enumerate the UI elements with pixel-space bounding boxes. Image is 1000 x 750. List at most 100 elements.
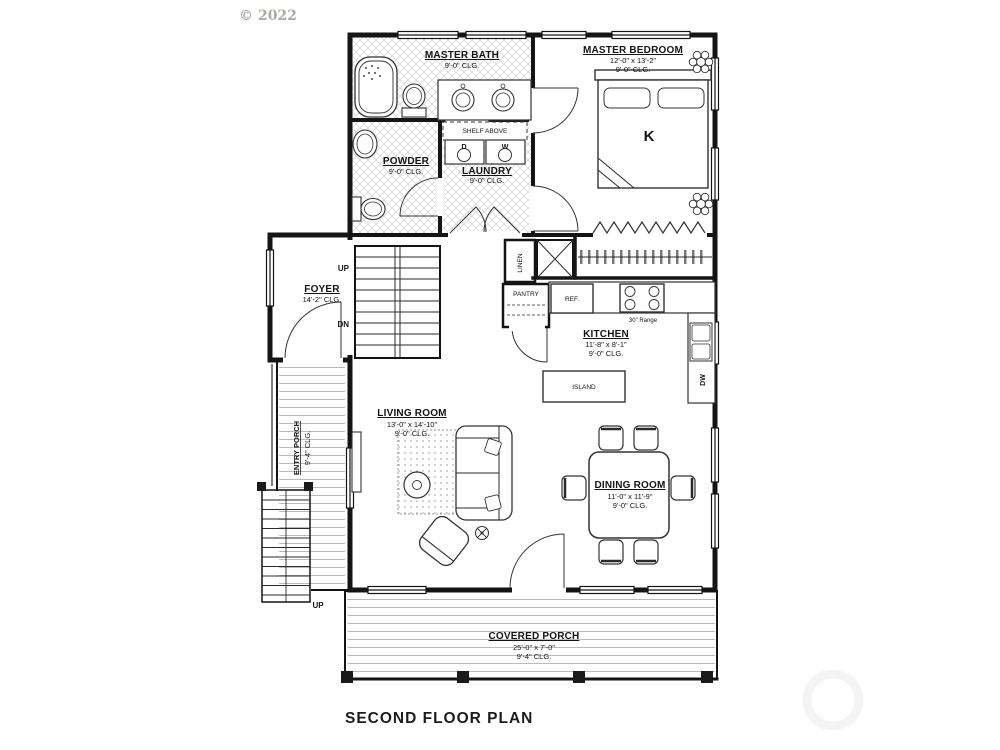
bed-headboard [594, 69, 712, 81]
laundry-name: LAUNDRY [462, 166, 512, 177]
kitchen-sink [689, 322, 713, 362]
foyer-stairs-outline [354, 245, 441, 359]
window [367, 585, 427, 595]
window [579, 585, 635, 595]
bedroom-door-opening [529, 186, 537, 231]
toilet-icon [401, 83, 427, 118]
porch-post [573, 671, 585, 683]
island-label: ISLAND [572, 384, 596, 391]
master-bedroom-name: MASTER BEDROOM [583, 45, 683, 56]
stair-post [257, 482, 266, 491]
powder-door [399, 177, 439, 217]
covered-porch-deck [347, 593, 715, 677]
window [397, 30, 459, 40]
window [611, 30, 691, 40]
linen-label: LINEN [517, 253, 524, 272]
shaft [536, 239, 574, 279]
labels: © 2022 MASTER BATH 9'-0" CLG. MASTER BED… [239, 8, 707, 727]
porch-door-opening [512, 585, 566, 595]
stair-post [304, 482, 313, 491]
master-bath-fixtures [354, 56, 532, 121]
dining-chair [670, 475, 696, 501]
dryer-label: D [461, 144, 466, 151]
range-label: 30" Range [629, 318, 658, 324]
foyer-stairs-treads [355, 256, 440, 346]
living-furniture [351, 425, 513, 567]
powder-door-opening [436, 178, 444, 216]
porch-post [701, 671, 713, 683]
hall-double-door-left [449, 206, 487, 234]
dining-table [588, 451, 670, 539]
floor-lamp [475, 526, 489, 540]
dining-chair [598, 425, 624, 451]
shelf-above-box [442, 121, 528, 141]
window [647, 585, 703, 595]
watermark-circle [802, 669, 864, 731]
toilet-icon [351, 196, 386, 222]
window [465, 30, 527, 40]
master-bath-clg: 9'-0" CLG. [445, 61, 480, 70]
porch-post [457, 671, 469, 683]
entry-porch-clg: 9'-4" CLG. [303, 431, 312, 466]
window [541, 30, 587, 40]
bedroom-door [532, 185, 579, 232]
foyer-name: FOYER [304, 284, 340, 295]
kitchen-dims: 11'-8" x 8'-1" [585, 340, 627, 349]
powder-fixtures [351, 129, 386, 222]
copyright-text: © 2022 [239, 8, 297, 24]
foyer-stairs [354, 245, 441, 359]
media-console [351, 431, 362, 493]
stairs-up-label: UP [338, 264, 350, 273]
bed-pillow [603, 87, 651, 109]
kitchen-clg: 9'-0" CLG. [589, 349, 624, 358]
master-bedroom-dims: 12'-0" x 13'-2" [610, 56, 656, 65]
front-door-opening [283, 355, 343, 365]
double-vanity [437, 79, 532, 121]
powder-name: POWDER [383, 156, 430, 167]
laundry-clg: 9'-0" CLG. [470, 176, 505, 185]
side-table [403, 471, 431, 499]
kitchen-name: KITCHEN [583, 329, 629, 340]
closets [501, 238, 574, 331]
covered-porch-name: COVERED PORCH [489, 631, 580, 642]
bath-entry-door [532, 87, 579, 134]
living-room-dims: 13'-0" x 14'-10" [387, 420, 438, 429]
entry-porch-name: ENTRY PORCH [292, 421, 301, 475]
master-bed [594, 69, 712, 189]
bath-door-opening [529, 88, 537, 133]
living-room-clg: 9'-0" CLG. [395, 429, 430, 438]
window [710, 147, 720, 201]
bed-pillow [657, 87, 705, 109]
plan-title: SECOND FLOOR PLAN [345, 710, 533, 727]
refrigerator-box [550, 283, 594, 314]
porch-door [509, 533, 565, 589]
foyer-clg: 14'-2" CLG. [303, 295, 342, 304]
entry-porch-deck [279, 362, 345, 588]
kitchen-counters [542, 281, 716, 404]
hall-double-door-right [483, 206, 521, 234]
entry-stairs [257, 482, 313, 603]
laundry-appliances [442, 121, 528, 165]
sofa [455, 425, 513, 521]
living-room-name: LIVING ROOM [377, 408, 446, 419]
pantry-label: PANTRY [513, 291, 539, 298]
dining-room-clg: 9'-0" CLG. [613, 501, 648, 510]
washer-label: W [502, 144, 509, 151]
powder-clg: 9'-0" CLG. [389, 167, 424, 176]
dishwasher-label: DW [700, 374, 707, 386]
closet-bifold-doors [592, 220, 706, 235]
bed-fold [597, 157, 635, 189]
pedestal-sink [352, 129, 378, 159]
front-door [284, 301, 342, 359]
covered-porch-clg: 9'-4" CLG. [517, 652, 552, 661]
armchair [418, 515, 470, 567]
foyer-opening [346, 240, 354, 355]
pantry-door [511, 326, 548, 363]
covered-porch [341, 590, 719, 683]
washer-box [485, 139, 526, 165]
window [265, 249, 275, 307]
dining-room-name: DINING ROOM [594, 480, 665, 491]
dining-chair [561, 475, 587, 501]
